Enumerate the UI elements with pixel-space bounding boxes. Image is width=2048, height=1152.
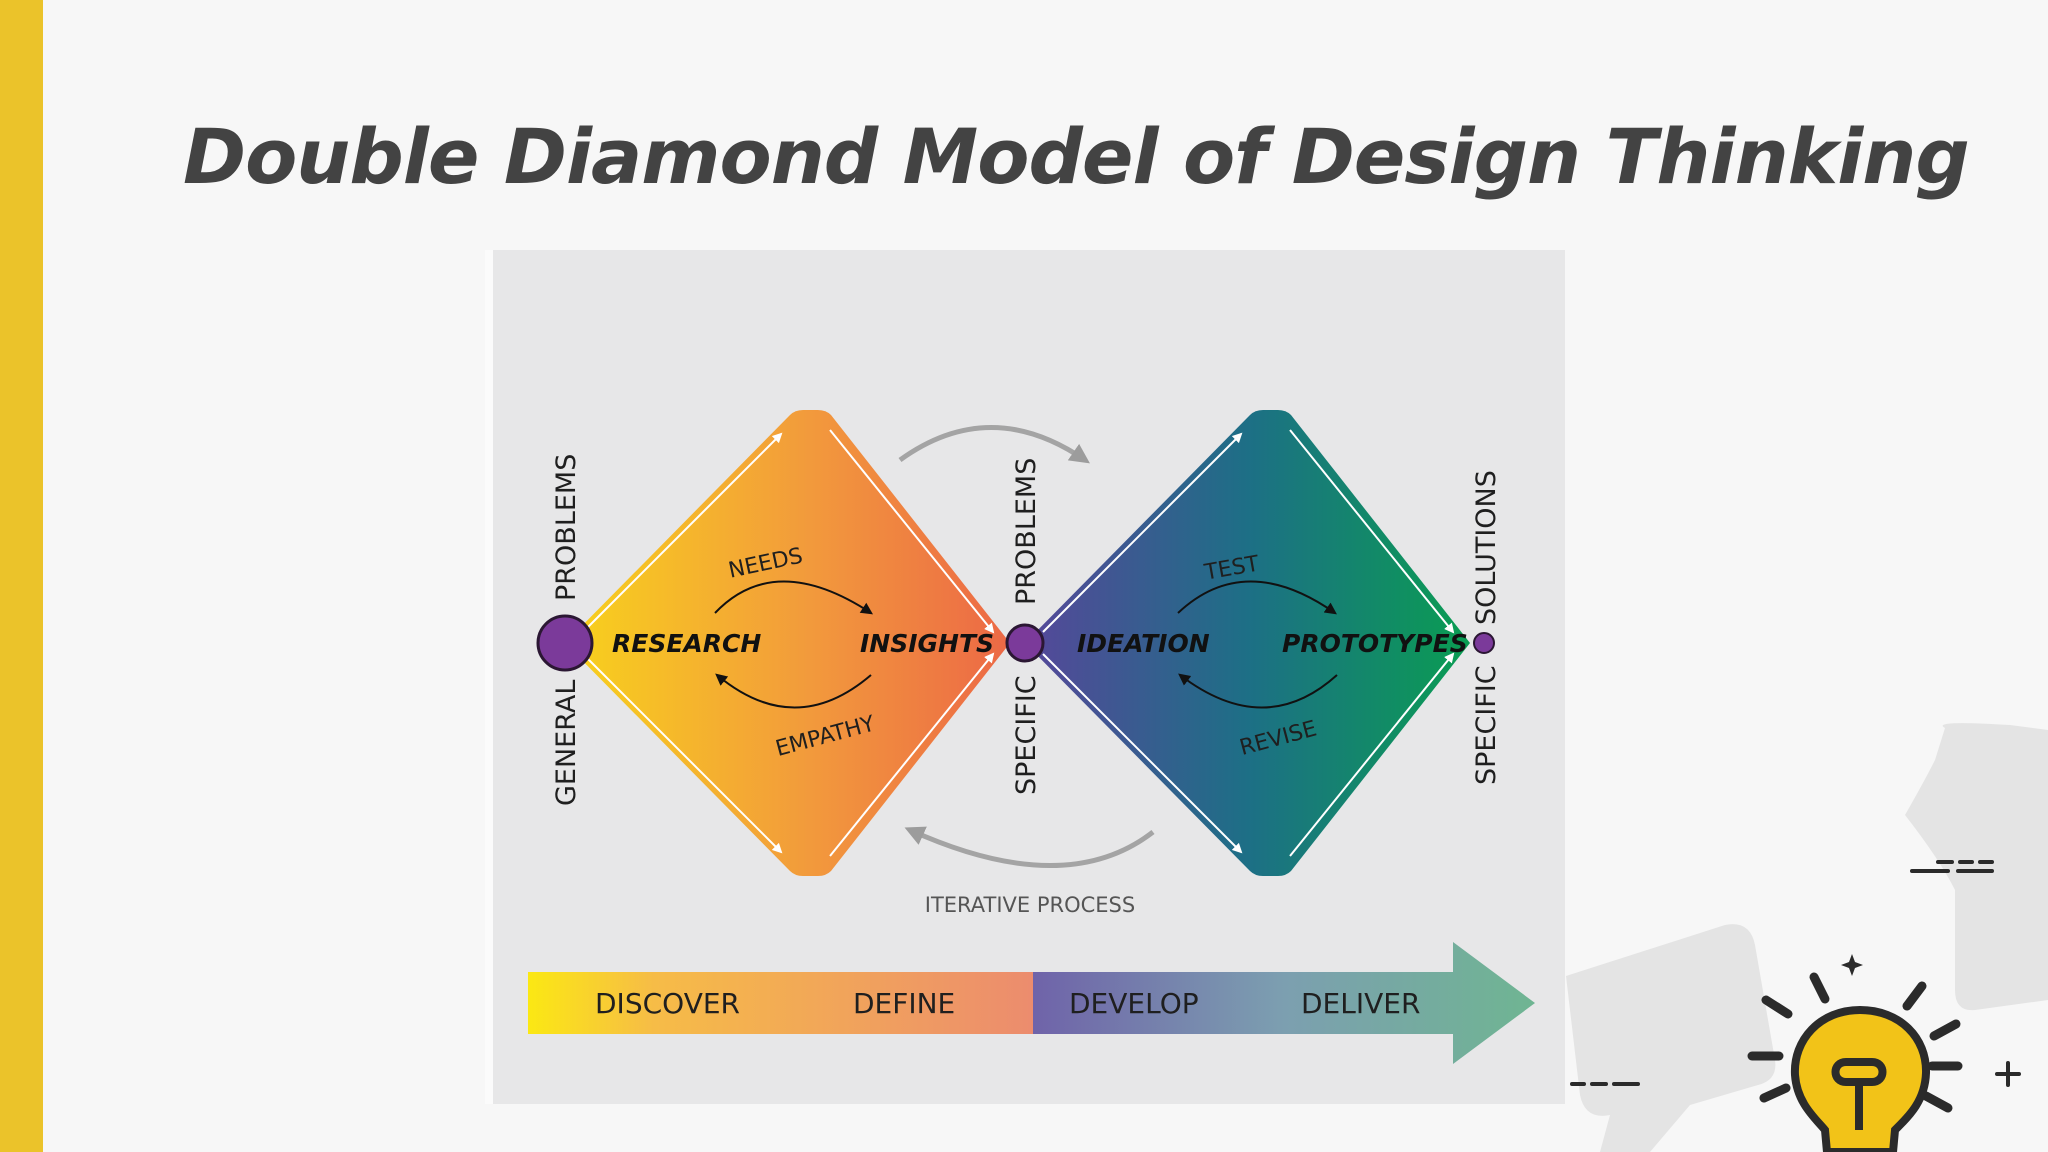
insights-label: INSIGHTS bbox=[860, 629, 994, 658]
general-label: GENERAL bbox=[551, 680, 582, 806]
slide-title: Double Diamond Model of Design Thinking bbox=[183, 112, 1970, 201]
problems-label-middle: PROBLEMS bbox=[1011, 458, 1042, 605]
double-diamond-diagram: ITERATIVE PROCESS NEEDS EMPATHY RESEARCH… bbox=[485, 250, 1565, 1104]
specific-label-middle: SPECIFIC bbox=[1011, 675, 1042, 795]
phase-bar-discover-define bbox=[528, 972, 1033, 1034]
problems-label-start: PROBLEMS bbox=[551, 454, 582, 601]
diamond-discover-define bbox=[565, 410, 1010, 876]
middle-node bbox=[1005, 623, 1045, 663]
diagram-canvas: ITERATIVE PROCESS NEEDS EMPATHY RESEARCH… bbox=[528, 410, 1535, 1064]
phase-develop: DEVELOP bbox=[1069, 987, 1199, 1020]
iterative-process-arrows bbox=[898, 425, 1155, 868]
start-node bbox=[536, 614, 594, 672]
prototypes-label: PROTOTYPES bbox=[1282, 629, 1468, 658]
phase-define: DEFINE bbox=[853, 987, 955, 1020]
diamond-2-loop-arrows bbox=[1177, 580, 1338, 709]
ideation-label: IDEATION bbox=[1077, 629, 1210, 658]
speech-bubble-shape-2 bbox=[1566, 924, 1776, 1152]
lightbulb-icon bbox=[1747, 972, 1963, 1152]
accent-bar bbox=[0, 0, 43, 1152]
iterative-process-label: ITERATIVE PROCESS bbox=[925, 893, 1135, 917]
diamond-2-inner-arrows bbox=[1042, 429, 1455, 857]
end-node bbox=[1473, 632, 1495, 654]
diamond-1-loop-arrows bbox=[714, 580, 874, 709]
speech-bubble-shape bbox=[1905, 723, 2048, 1011]
panel-edge bbox=[485, 250, 493, 1104]
solutions-label-end: SOLUTIONS bbox=[1471, 470, 1502, 625]
diamond-develop-deliver bbox=[1025, 410, 1470, 876]
phase-discover: DISCOVER bbox=[595, 987, 740, 1020]
diamond-1-inner-arrows bbox=[582, 429, 995, 857]
dash-lines bbox=[1570, 860, 1994, 1086]
phase-bar-develop-deliver bbox=[1033, 942, 1535, 1064]
specific-label-end: SPECIFIC bbox=[1471, 665, 1502, 785]
phase-deliver: DELIVER bbox=[1301, 987, 1420, 1020]
sparkle-icon bbox=[1841, 954, 2021, 1087]
research-label: RESEARCH bbox=[612, 629, 761, 658]
